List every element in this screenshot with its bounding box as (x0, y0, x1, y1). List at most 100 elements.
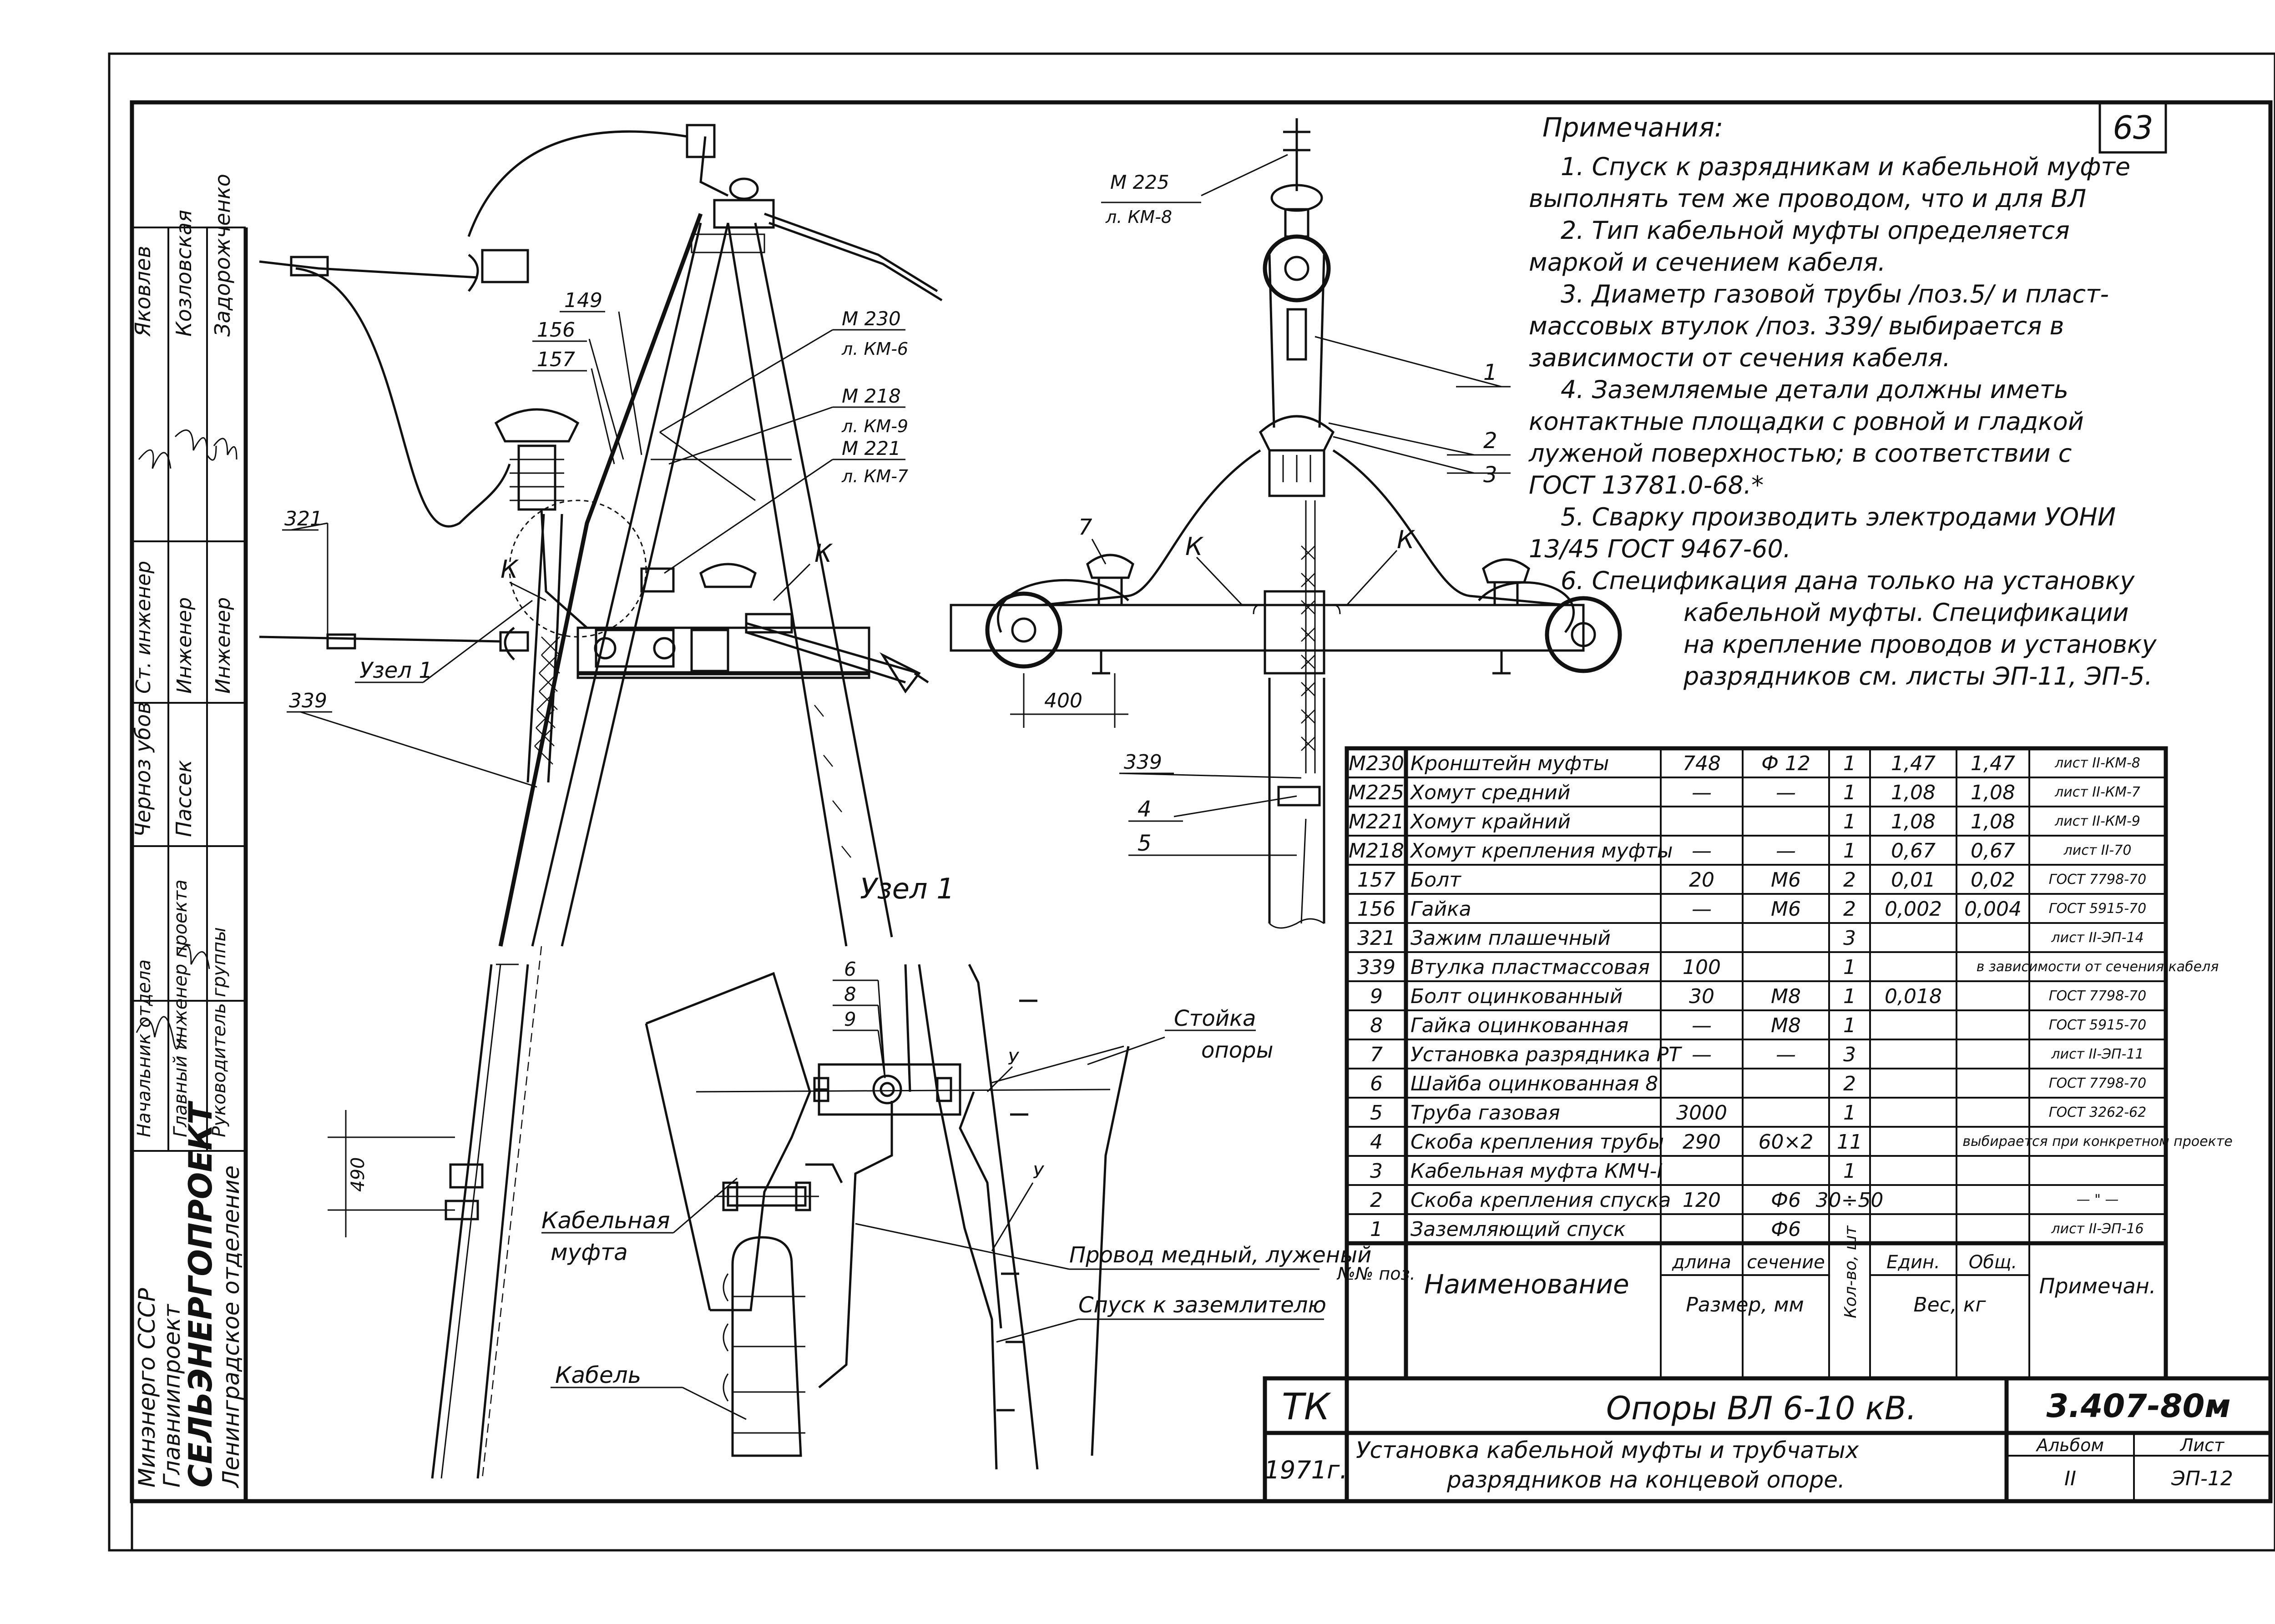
note-line-16: на крепление проводов и установку (1684, 630, 2157, 659)
header-qty: Кол-во, шт (1841, 1225, 1860, 1318)
top-clamp (686, 124, 716, 158)
spec-cell-qty: 1 (1843, 839, 1856, 862)
spec-row-name: Кронштейн муфты (1410, 752, 1609, 775)
spec-cell-length: — (1692, 839, 1712, 862)
label-339-right: 339 (1124, 751, 1162, 774)
spec-cell-qty: 1 (1843, 956, 1856, 979)
stamp-name-1: Черноз убов (131, 702, 155, 837)
label-pos-9: 9 (844, 1008, 856, 1030)
spec-cell-pos: 156 (1357, 898, 1395, 921)
label-m218: М 218 (842, 385, 901, 407)
label-149: 149 (564, 289, 602, 312)
stamp-org-3: СЕЛЬЭНЕРГОПРОЕКТ (182, 1100, 219, 1488)
label-copper-wire: Провод медный, луженый (1069, 1242, 1371, 1268)
header-pos: №№ поз. (1336, 1264, 1416, 1284)
label-m221: М 221 (842, 437, 901, 459)
spec-row-name: Зажим плашечный (1410, 927, 1611, 950)
stamp-role-2: Главный инженер проекта (170, 879, 191, 1137)
spec-cell-pos: 1 (1370, 1218, 1383, 1241)
spec-cell-note: ГОСТ 5915-70 (2049, 901, 2146, 917)
spec-cell-unit: 1,08 (1891, 781, 1936, 804)
spec-cell-note: лист II-КМ-8 (2054, 755, 2140, 771)
label-339: 339 (289, 689, 327, 712)
spec-row-name: Хомут крайний (1410, 810, 1571, 833)
label-m230: М 230 (842, 308, 901, 330)
stamp-name-5: Задорожченко (210, 174, 235, 337)
spec-cell-section: — (1776, 839, 1796, 862)
spec-cell-pos: 4 (1370, 1130, 1383, 1154)
spec-cell-note: — " — (2077, 1192, 2119, 1208)
spec-cell-qty: 1 (1843, 752, 1856, 775)
spec-cell-section: — (1776, 1043, 1796, 1066)
label-pos-2: 2 (1483, 428, 1497, 454)
label-k-left-1: К (500, 555, 519, 584)
header-weight-group: Вес, кг (1913, 1293, 1986, 1316)
notes-title: Примечания: (1542, 112, 1723, 143)
spec-cell-total: 0,004 (1964, 898, 2022, 921)
spec-cell-pos: 6 (1370, 1072, 1383, 1095)
bracket-device (595, 629, 675, 668)
label-y-2: У (1033, 1162, 1045, 1182)
spec-cell-qty: 3 (1843, 1043, 1856, 1066)
spec-cell-pos: 3 (1370, 1160, 1383, 1183)
note-line-12: 5. Сварку производить электродами УОНИ (1561, 503, 2116, 531)
label-pole: опоры (1201, 1038, 1273, 1063)
header-name: Наименование (1424, 1269, 1629, 1300)
label-pos-6: 6 (844, 958, 856, 980)
label-earth-lead: Спуск к заземлителю (1078, 1292, 1326, 1318)
spec-cell-length: 3000 (1676, 1101, 1727, 1125)
spec-cell-section: Ф6 (1771, 1218, 1801, 1241)
spec-cell-qty: 1 (1843, 781, 1856, 804)
spec-row-name: Скоба крепления спуска (1410, 1189, 1671, 1212)
label-321: 321 (284, 507, 323, 530)
spec-cell-note: ГОСТ 7798-70 (2049, 1075, 2146, 1091)
spec-cell-note: лист II-КМ-7 (2054, 784, 2140, 800)
note-line-11: ГОСТ 13781.0-68.* (1529, 471, 1764, 499)
spec-cell-note: выбирается при конкретном проекте (1962, 1134, 2232, 1150)
spec-cell-total: 1,47 (1971, 752, 2015, 775)
spec-cell-note: лист II-ЭП-11 (2051, 1046, 2144, 1062)
spec-cell-unit: 0,018 (1885, 985, 1942, 1008)
signature-5 (213, 438, 238, 460)
spec-cell-pos: М225 (1349, 781, 1404, 804)
spec-cell-length: 290 (1683, 1130, 1721, 1154)
spec-cell-pos: 321 (1357, 927, 1395, 950)
note-line-5: 3. Диаметр газовой трубы /поз.5/ и пласт… (1561, 280, 2109, 308)
spec-row-name: Заземляющий спуск (1410, 1218, 1626, 1241)
label-pos-4: 4 (1138, 797, 1152, 822)
header-unit: Един. (1886, 1252, 1940, 1273)
spec-cell-qty: 2 (1843, 868, 1856, 892)
spec-row-name: Гайка (1410, 898, 1471, 921)
header-size-group: Размер, мм (1686, 1293, 1804, 1316)
spec-cell-section: 60×2 (1759, 1130, 1814, 1154)
header-note: Примечан. (2039, 1274, 2156, 1298)
spec-row-name: Гайка оцинкованная (1410, 1014, 1628, 1037)
header-length: длина (1672, 1252, 1731, 1273)
spec-cell-qty: 1 (1843, 1014, 1856, 1037)
spec-cell-unit: 0,67 (1891, 839, 1936, 862)
title-code: ТК (1282, 1386, 1331, 1428)
cable-head (1259, 415, 1335, 452)
spec-cell-section: Ф 12 (1761, 752, 1810, 775)
sheet-number-box (2098, 101, 2167, 154)
spec-cell-qty: 11 (1837, 1130, 1862, 1154)
spec-cell-qty: 1 (1843, 1160, 1856, 1183)
dim-490: 490 (348, 1157, 369, 1192)
notes-block: Примечания: 1. Спуск к разрядникам и каб… (1528, 112, 2157, 691)
spec-cell-pos: 8 (1370, 1014, 1383, 1037)
stamp-org-4: Ленинградское отделение (218, 1165, 244, 1488)
spec-cell-qty: 3 (1843, 927, 1856, 950)
spec-row-name: Болт оцинкованный (1410, 985, 1623, 1008)
right-view-pole: 400 М 225 л. КМ-8 1 2 3 7 К К 339 4 5 (950, 118, 1622, 929)
spec-cell-section: М6 (1771, 868, 1801, 892)
spec-row-name: Болт (1410, 868, 1461, 892)
stamp-role-3: Руководитель группы (209, 927, 230, 1137)
label-156: 156 (537, 318, 575, 342)
spec-row-name: Втулка пластмассовая (1410, 956, 1650, 979)
stamp-role-5: Инженер (173, 597, 196, 694)
spec-cell-pos: 7 (1370, 1043, 1383, 1066)
signature-2 (177, 945, 210, 969)
spec-cell-section: М6 (1771, 898, 1801, 921)
drawing-subtitle-2: разрядников на концевой опоре. (1446, 1467, 1845, 1493)
